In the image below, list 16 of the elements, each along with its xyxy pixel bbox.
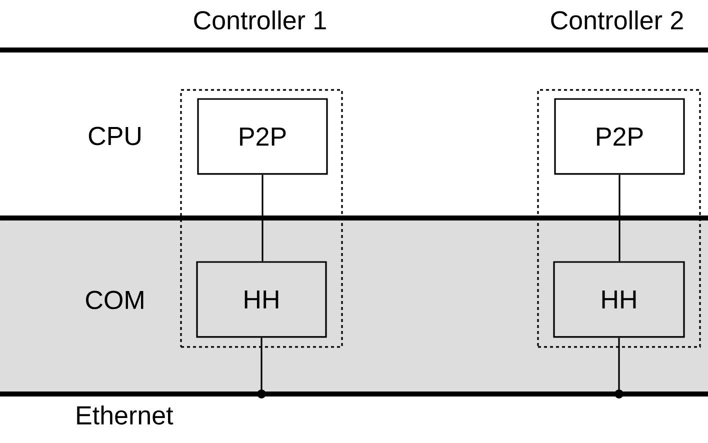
connector-line — [618, 174, 620, 262]
row-label: CPU — [88, 126, 140, 146]
process-box: P2P — [554, 98, 685, 175]
process-box: HH — [553, 261, 685, 338]
column-heading: Controller 1 — [194, 10, 326, 30]
dashed-box — [180, 89, 343, 348]
ethernet-bus: Ethernet — [0, 391, 708, 425]
node-label: Ethernet — [77, 405, 174, 425]
connector-line — [614, 338, 624, 398]
process-box: P2P — [197, 98, 328, 175]
connector-line — [262, 174, 264, 262]
dashed-box — [537, 89, 701, 348]
process-box: HH — [196, 261, 327, 338]
connector-line — [257, 338, 266, 398]
column-heading: Controller 2 — [551, 10, 683, 30]
row-label: COM — [86, 290, 144, 310]
